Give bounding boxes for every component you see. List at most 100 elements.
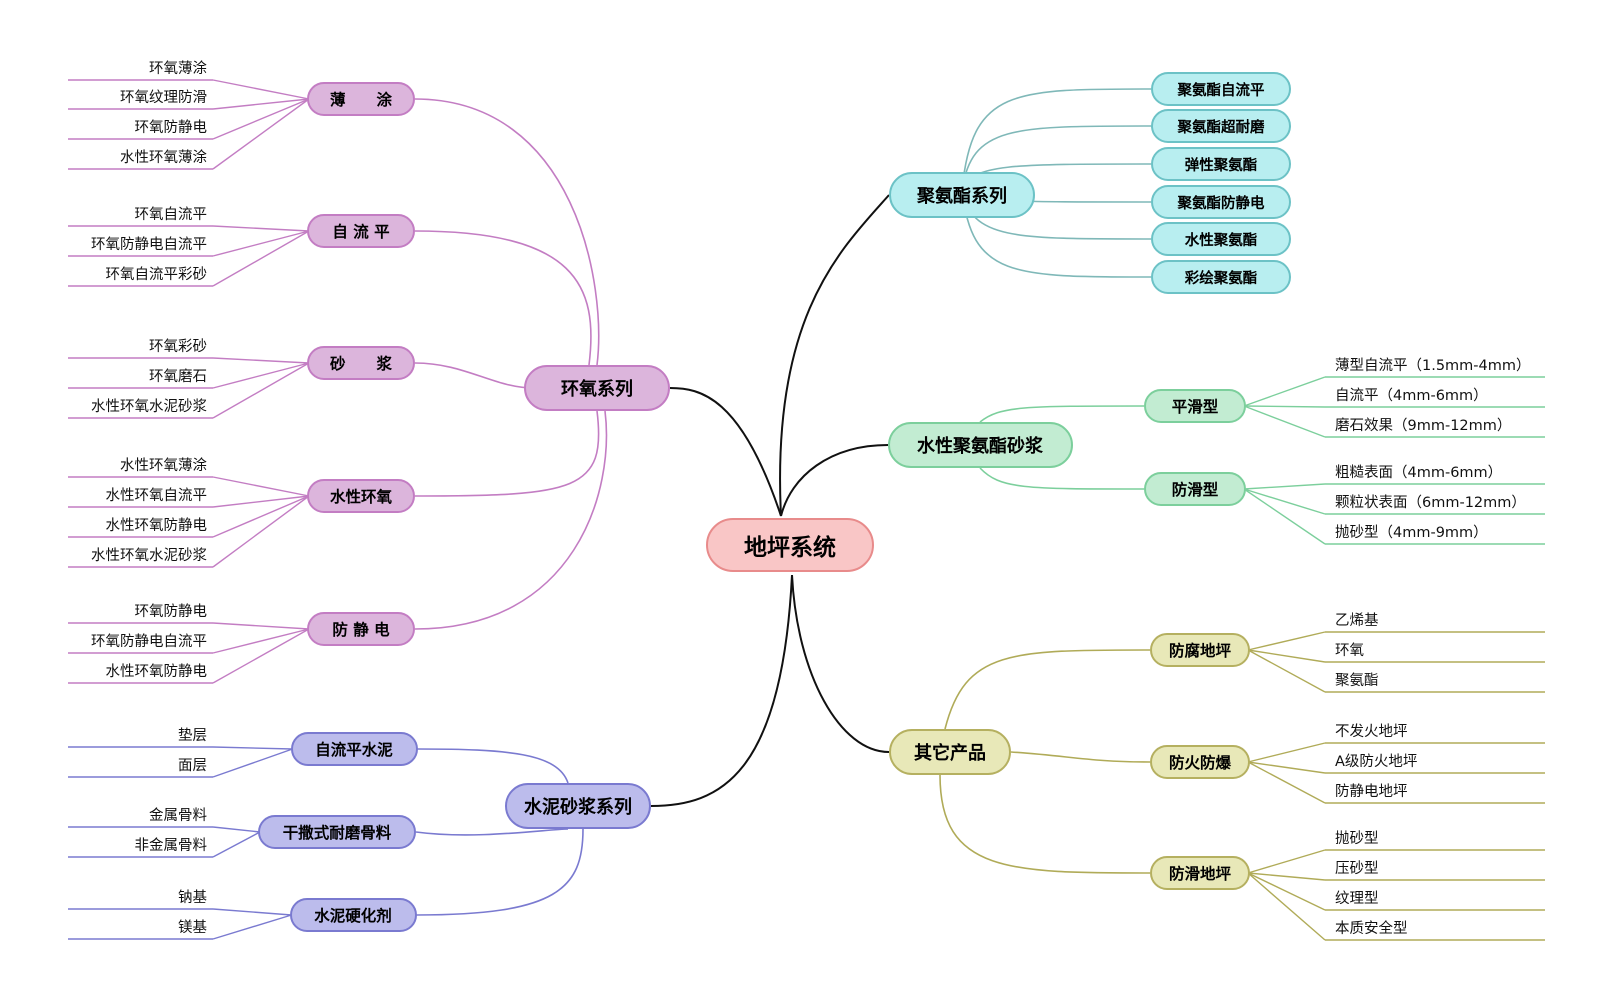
child-node-epoxy-1[interactable]: 自 流 平 <box>307 214 415 248</box>
child-node-pu-0[interactable]: 聚氨酯自流平 <box>1151 72 1291 106</box>
leaf-label-epoxy-0-2[interactable]: 环氧防静电 <box>134 120 208 136</box>
branch-node-other[interactable]: 其它产品 <box>889 729 1011 775</box>
leaf-connector-epoxy-3-2 <box>212 495 310 538</box>
leaf-label-other-2-0[interactable]: 抛砂型 <box>1335 831 1379 847</box>
branch-connector-other-0 <box>944 649 1151 730</box>
leaf-connector-other-0-1 <box>1247 649 1326 663</box>
leaf-label-cement-2-0[interactable]: 钠基 <box>178 890 207 906</box>
leaf-label-cement-0-1[interactable]: 面层 <box>178 758 207 774</box>
leaf-label-epoxy-3-0[interactable]: 水性环氧薄涂 <box>120 458 207 474</box>
leaf-label-waterpu-0-0[interactable]: 薄型自流平（1.5mm-4mm） <box>1335 358 1531 374</box>
branch-connector-pu-1 <box>961 125 1152 191</box>
leaf-label-epoxy-0-3[interactable]: 水性环氧薄涂 <box>120 150 207 166</box>
branch-connector-waterpu-0 <box>979 405 1145 423</box>
leaf-connector-waterpu-1-0 <box>1243 483 1326 490</box>
leaf-label-other-1-2[interactable]: 防静电地坪 <box>1335 784 1408 800</box>
leaf-connector-epoxy-4-0 <box>212 622 310 630</box>
leaf-connector-epoxy-4-2 <box>212 628 310 684</box>
leaf-connector-other-2-2 <box>1247 872 1326 911</box>
leaf-connector-waterpu-0-1 <box>1243 405 1326 408</box>
child-node-other-2[interactable]: 防滑地坪 <box>1150 856 1250 890</box>
child-node-pu-2[interactable]: 弹性聚氨酯 <box>1151 147 1291 181</box>
leaf-connector-waterpu-1-1 <box>1243 488 1326 515</box>
leaf-label-waterpu-1-1[interactable]: 颗粒状表面（6mm-12mm） <box>1335 495 1526 511</box>
child-node-cement-0[interactable]: 自流平水泥 <box>290 732 418 766</box>
child-node-epoxy-3[interactable]: 水性环氧 <box>307 479 415 513</box>
child-node-pu-5[interactable]: 彩绘聚氨酯 <box>1151 260 1291 294</box>
leaf-connector-cement-2-1 <box>212 914 292 940</box>
branch-connector-cement-0 <box>417 748 569 784</box>
leaf-connector-other-1-1 <box>1247 761 1326 774</box>
leaf-label-waterpu-1-0[interactable]: 粗糙表面（4mm-6mm） <box>1335 465 1503 481</box>
leaf-connector-cement-1-0 <box>212 826 261 833</box>
leaf-label-waterpu-0-1[interactable]: 自流平（4mm-6mm） <box>1335 388 1488 404</box>
leaf-connector-epoxy-3-0 <box>212 476 310 497</box>
leaf-connector-epoxy-3-1 <box>212 495 310 508</box>
leaf-label-waterpu-1-2[interactable]: 抛砂型（4mm-9mm） <box>1335 525 1488 541</box>
child-node-waterpu-1[interactable]: 防滑型 <box>1144 472 1246 506</box>
branch-node-epoxy[interactable]: 环氧系列 <box>524 365 670 411</box>
child-node-pu-1[interactable]: 聚氨酯超耐磨 <box>1151 109 1291 143</box>
child-node-pu-4[interactable]: 水性聚氨酯 <box>1151 222 1291 256</box>
root-connector-epoxy <box>669 387 782 517</box>
child-node-pu-3[interactable]: 聚氨酯防静电 <box>1151 185 1291 219</box>
leaf-label-epoxy-0-1[interactable]: 环氧纹理防滑 <box>120 90 207 106</box>
child-node-epoxy-4[interactable]: 防 静 电 <box>307 612 415 646</box>
leaf-label-epoxy-3-3[interactable]: 水性环氧水泥砂浆 <box>91 548 207 564</box>
leaf-label-cement-2-1[interactable]: 镁基 <box>178 920 207 936</box>
leaf-label-other-2-3[interactable]: 本质安全型 <box>1335 921 1408 937</box>
leaf-label-other-0-0[interactable]: 乙烯基 <box>1335 613 1379 629</box>
leaf-connector-epoxy-0-3 <box>212 98 310 170</box>
child-node-epoxy-2[interactable]: 砂 浆 <box>307 346 415 380</box>
leaf-label-other-1-0[interactable]: 不发火地坪 <box>1335 724 1408 740</box>
leaf-label-cement-1-1[interactable]: 非金属骨料 <box>134 838 208 854</box>
branch-node-pu[interactable]: 聚氨酯系列 <box>889 172 1035 218</box>
leaf-label-epoxy-2-2[interactable]: 水性环氧水泥砂浆 <box>91 399 207 415</box>
branch-connector-pu-5 <box>961 189 1152 278</box>
leaf-label-other-0-2[interactable]: 聚氨酯 <box>1335 673 1379 689</box>
child-node-waterpu-0[interactable]: 平滑型 <box>1144 389 1246 423</box>
leaf-label-epoxy-0-0[interactable]: 环氧薄涂 <box>149 61 207 77</box>
branch-node-waterpu[interactable]: 水性聚氨酯砂浆 <box>887 422 1073 468</box>
root-node[interactable]: 地坪系统 <box>706 518 874 572</box>
branch-connector-epoxy-3 <box>414 410 600 497</box>
child-node-cement-1[interactable]: 干撒式耐磨骨料 <box>258 815 416 849</box>
leaf-connector-epoxy-1-0 <box>212 225 310 232</box>
leaf-connector-epoxy-1-1 <box>212 230 310 257</box>
leaf-label-epoxy-2-1[interactable]: 环氧磨石 <box>149 369 207 385</box>
leaf-label-epoxy-4-0[interactable]: 环氧防静电 <box>134 604 208 620</box>
child-node-epoxy-0[interactable]: 薄 涂 <box>307 82 415 116</box>
leaf-connector-other-1-0 <box>1247 742 1326 763</box>
leaf-label-other-2-2[interactable]: 纹理型 <box>1335 891 1379 907</box>
leaf-label-other-0-1[interactable]: 环氧 <box>1335 643 1364 659</box>
leaf-connector-other-0-2 <box>1247 649 1326 693</box>
leaf-connector-epoxy-2-1 <box>212 362 310 389</box>
child-node-cement-2[interactable]: 水泥硬化剂 <box>289 898 417 932</box>
root-connector-cement <box>650 574 793 807</box>
leaf-connector-waterpu-0-0 <box>1243 376 1326 407</box>
leaf-label-cement-0-0[interactable]: 垫层 <box>178 728 207 744</box>
leaf-label-epoxy-4-2[interactable]: 水性环氧防静电 <box>105 664 208 680</box>
leaf-label-cement-1-0[interactable]: 金属骨料 <box>149 808 207 824</box>
leaf-label-waterpu-0-2[interactable]: 磨石效果（9mm-12mm） <box>1335 418 1512 434</box>
leaf-label-other-1-1[interactable]: A级防火地坪 <box>1335 754 1418 770</box>
leaf-label-epoxy-1-0[interactable]: 环氧自流平 <box>134 207 208 223</box>
child-node-other-0[interactable]: 防腐地坪 <box>1150 633 1250 667</box>
leaf-connector-waterpu-1-2 <box>1243 488 1326 545</box>
leaf-label-epoxy-3-2[interactable]: 水性环氧防静电 <box>105 518 208 534</box>
root-connector-pu <box>779 194 890 517</box>
leaf-label-epoxy-2-0[interactable]: 环氧彩砂 <box>149 339 207 355</box>
leaf-connector-other-0-0 <box>1247 631 1326 651</box>
branch-node-cement[interactable]: 水泥砂浆系列 <box>505 783 651 829</box>
branch-connector-epoxy-1 <box>414 230 592 366</box>
root-connector-other <box>791 574 890 753</box>
leaf-label-epoxy-3-1[interactable]: 水性环氧自流平 <box>105 488 208 504</box>
leaf-label-epoxy-1-1[interactable]: 环氧防静电自流平 <box>91 237 207 253</box>
child-node-other-1[interactable]: 防火防爆 <box>1150 745 1250 779</box>
leaf-label-epoxy-1-2[interactable]: 环氧自流平彩砂 <box>105 267 208 283</box>
leaf-connector-epoxy-4-1 <box>212 628 310 654</box>
leaf-label-other-2-1[interactable]: 压砂型 <box>1335 861 1379 877</box>
branch-connector-waterpu-1 <box>979 467 1145 490</box>
leaf-label-epoxy-4-1[interactable]: 环氧防静电自流平 <box>91 634 207 650</box>
